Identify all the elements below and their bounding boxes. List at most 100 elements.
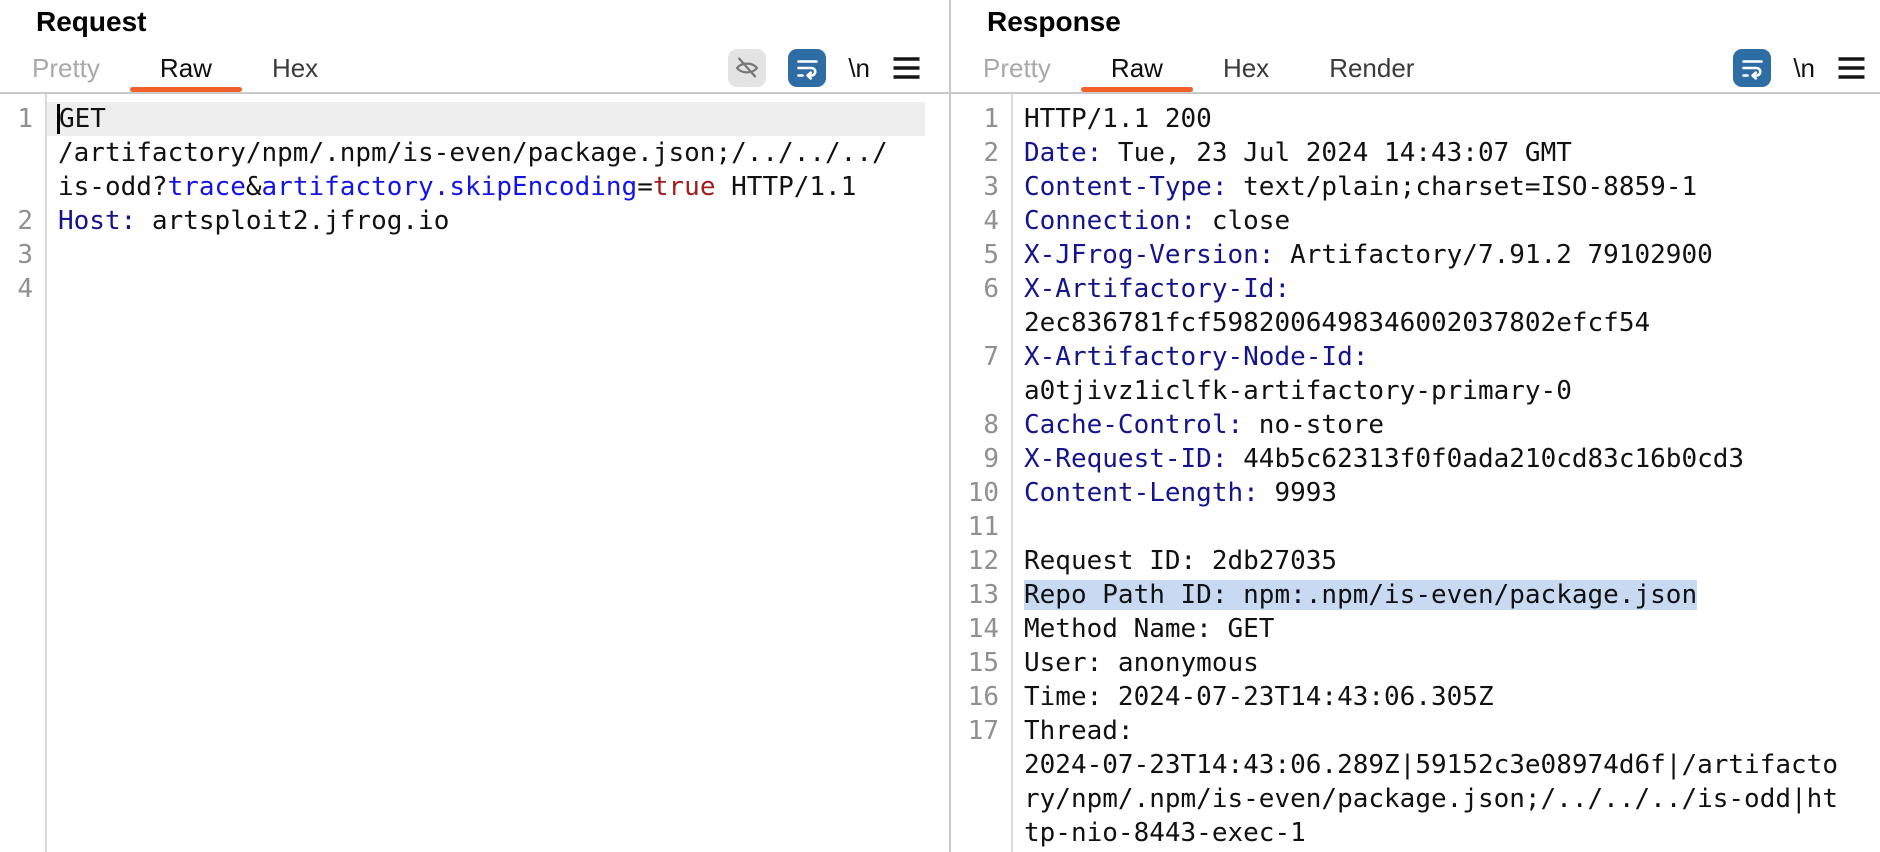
tab-hex[interactable]: Hex [1222, 53, 1270, 83]
request-tabs: Pretty Raw Hex [0, 44, 348, 92]
line-number: 12 [967, 546, 999, 576]
code-row: 2024-07-23T14:43:06.289Z|59152c3e08974d6… [951, 748, 1856, 782]
code-line: Cache-Control: no-store [1024, 410, 1385, 440]
newline-toggle-button[interactable]: \n [1793, 49, 1815, 87]
code-row: 1 GET [0, 102, 925, 136]
tab-raw[interactable]: Raw [129, 44, 242, 92]
line-number: 11 [967, 512, 999, 542]
line-number: 10 [967, 478, 999, 508]
code-line: ry/npm/.npm/is-even/package.json;/../../… [1024, 784, 1838, 814]
code-row: 15 User: anonymous [951, 646, 1856, 680]
code-line: X-JFrog-Version: Artifactory/7.91.2 7910… [1024, 240, 1713, 270]
tab-pretty[interactable]: Pretty [983, 53, 1051, 83]
code-line: /artifactory/npm/.npm/is-even/package.js… [58, 138, 888, 168]
line-number [0, 170, 45, 204]
request-editor[interactable]: 1 GET/artifactory/npm/.npm/is-even/packag… [0, 92, 949, 852]
code-line: User: anonymous [1024, 648, 1259, 678]
menu-icon [1838, 57, 1865, 79]
code-row: 3 Content-Type: text/plain;charset=ISO-88… [951, 170, 1856, 204]
response-editor[interactable]: 1 HTTP/1.1 200 2 Date: Tue, 23 Jul 2024 14:… [951, 92, 1880, 852]
code-row: 10 Content-Length: 9993 [951, 476, 1856, 510]
code-line: a0tjivz1iclfk-artifactory-primary-0 [1024, 376, 1572, 406]
code-row: 3 [0, 238, 925, 272]
line-number [951, 782, 1011, 816]
code-line: is-odd?trace&artifactory.skipEncoding=tr… [58, 172, 857, 202]
line-number [951, 306, 1011, 340]
visibility-off-icon [736, 57, 759, 78]
code-line: 2ec836781fcf5982006498346002037802efcf54 [1024, 308, 1651, 338]
code-line: Content-Length: 9993 [1024, 478, 1338, 508]
line-number: 4 [17, 274, 33, 304]
code-row: 2 Date: Tue, 23 Jul 2024 14:43:07 GMT [951, 136, 1856, 170]
code-row: is-odd?trace&artifactory.skipEncoding=tr… [0, 170, 925, 204]
response-tabs: Pretty Raw Hex Render [951, 44, 1444, 92]
response-panel-title: Response [987, 6, 1121, 37]
code-row: 2ec836781fcf5982006498346002037802efcf54 [951, 306, 1856, 340]
response-menu-button[interactable] [1837, 55, 1866, 81]
code-line: Thread: [1024, 716, 1134, 746]
tab-pretty[interactable]: Pretty [32, 53, 100, 83]
word-wrap-toggle-button[interactable] [1733, 49, 1772, 87]
word-wrap-icon [1742, 59, 1763, 80]
newline-toggle-button[interactable]: \n [848, 49, 870, 87]
line-number: 17 [967, 716, 999, 746]
line-number: 3 [983, 172, 999, 202]
response-toolbar: \n [1733, 44, 1866, 92]
menu-icon [893, 57, 920, 79]
text-cursor [57, 103, 60, 134]
code-row: ry/npm/.npm/is-even/package.json;/../../… [951, 782, 1856, 816]
line-number: 5 [983, 240, 999, 270]
word-wrap-icon [797, 59, 818, 80]
code-row: /artifactory/npm/.npm/is-even/package.js… [0, 136, 925, 170]
code-line: GET [45, 102, 925, 136]
tab-raw[interactable]: Raw [1080, 44, 1193, 92]
line-number: 1 [17, 104, 33, 134]
code-row: 4 [0, 272, 925, 306]
code-row: tp-nio-8443-exec-1 [951, 816, 1856, 850]
code-line: Date: Tue, 23 Jul 2024 14:43:07 GMT [1024, 138, 1572, 168]
line-number: 15 [967, 648, 999, 678]
line-number: 7 [983, 342, 999, 372]
panel-splitter[interactable] [949, 0, 951, 852]
code-line: Time: 2024-07-23T14:43:06.305Z [1024, 682, 1494, 712]
code-row: 5 X-JFrog-Version: Artifactory/7.91.2 791… [951, 238, 1856, 272]
line-number: 6 [983, 274, 999, 304]
word-wrap-toggle-button[interactable] [788, 49, 827, 87]
response-tabbar: Pretty Raw Hex Render \n [951, 44, 1880, 92]
line-number [951, 748, 1011, 782]
request-panel-title: Request [36, 6, 147, 37]
code-row: 11 [951, 510, 1856, 544]
line-number: 13 [967, 580, 999, 610]
selected-text: Repo Path ID: npm:.npm/is-even/package.j… [1024, 580, 1698, 610]
code-line: tp-nio-8443-exec-1 [1024, 818, 1306, 848]
tab-render[interactable]: Render [1329, 53, 1415, 83]
code-line: HTTP/1.1 200 [1024, 104, 1212, 134]
line-number: 4 [983, 206, 999, 236]
line-number [951, 816, 1011, 850]
visibility-off-button[interactable] [728, 49, 767, 87]
request-menu-button[interactable] [892, 55, 921, 81]
line-number: 14 [967, 614, 999, 644]
request-toolbar: \n [728, 44, 921, 92]
code-line: Request ID: 2db27035 [1024, 546, 1338, 576]
line-number: 2 [983, 138, 999, 168]
code-row: 1 HTTP/1.1 200 [951, 102, 1856, 136]
line-number: 1 [983, 104, 999, 134]
request-tabbar: Pretty Raw Hex \n [0, 44, 949, 92]
code-row: 13 Repo Path ID: npm:.npm/is-even/package… [951, 578, 1856, 612]
line-number [0, 136, 45, 170]
response-panel: Response Pretty Raw Hex Render \n [951, 0, 1880, 852]
request-panel: Request Pretty Raw Hex [0, 6, 949, 852]
tab-hex[interactable]: Hex [271, 53, 319, 83]
code-line: X-Artifactory-Node-Id: [1024, 342, 1369, 372]
code-row: a0tjivz1iclfk-artifactory-primary-0 [951, 374, 1856, 408]
code-line: 2024-07-23T14:43:06.289Z|59152c3e08974d6… [1024, 750, 1838, 780]
code-row: 6 X-Artifactory-Id: [951, 272, 1856, 306]
code-line: Content-Type: text/plain;charset=ISO-885… [1024, 172, 1698, 202]
code-line: X-Artifactory-Id: [1024, 274, 1291, 304]
